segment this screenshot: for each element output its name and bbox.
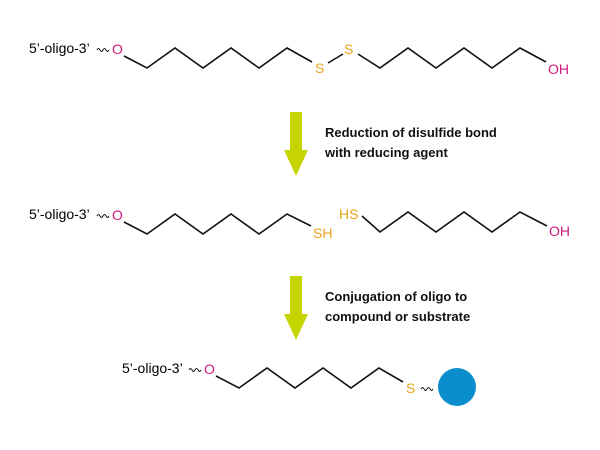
thiol-group-label: HS (339, 206, 358, 222)
step-label: Reduction of disulfide bond (325, 125, 497, 140)
reaction-arrow (284, 276, 308, 340)
thiol-group-label: SH (313, 225, 332, 241)
hexyl-chain-left (123, 213, 312, 235)
oxygen-atom-label: O (204, 361, 215, 377)
row-reduced-thiols: 5’-oligo-3’ O SH HS OH (29, 206, 570, 241)
reaction-arrow (284, 112, 308, 176)
sulfur-atom-label: S (315, 60, 324, 76)
disulfide-bond (327, 53, 344, 64)
hexyl-chain (215, 367, 404, 389)
wavy-attachment-bond (96, 214, 110, 218)
hexyl-chain-right (357, 47, 547, 69)
step-label: with reducing agent (324, 145, 448, 160)
hydroxyl-group-label: OH (549, 223, 570, 239)
oligo-label: 5’-oligo-3’ (122, 360, 183, 376)
wavy-attachment-bond (188, 368, 202, 372)
wavy-attachment-bond (96, 48, 110, 52)
step-label: compound or substrate (325, 309, 470, 324)
wavy-attachment-bond (420, 387, 434, 391)
hexyl-chain-right (361, 211, 548, 234)
row-disulfide: 5’-oligo-3’ O S S OH (29, 40, 569, 77)
sulfur-atom-label: S (406, 380, 415, 396)
row-conjugated-product: 5’-oligo-3’ O S (122, 360, 476, 406)
oxygen-atom-label: O (112, 41, 123, 57)
hexyl-chain-left (123, 47, 313, 69)
oligo-label: 5’-oligo-3’ (29, 40, 90, 56)
hydroxyl-group-label: OH (548, 61, 569, 77)
sulfur-atom-label: S (344, 41, 353, 57)
oxygen-atom-label: O (112, 207, 123, 223)
substrate-sphere (438, 368, 476, 406)
step-label: Conjugation of oligo to (325, 289, 467, 304)
oligo-label: 5’-oligo-3’ (29, 206, 90, 222)
